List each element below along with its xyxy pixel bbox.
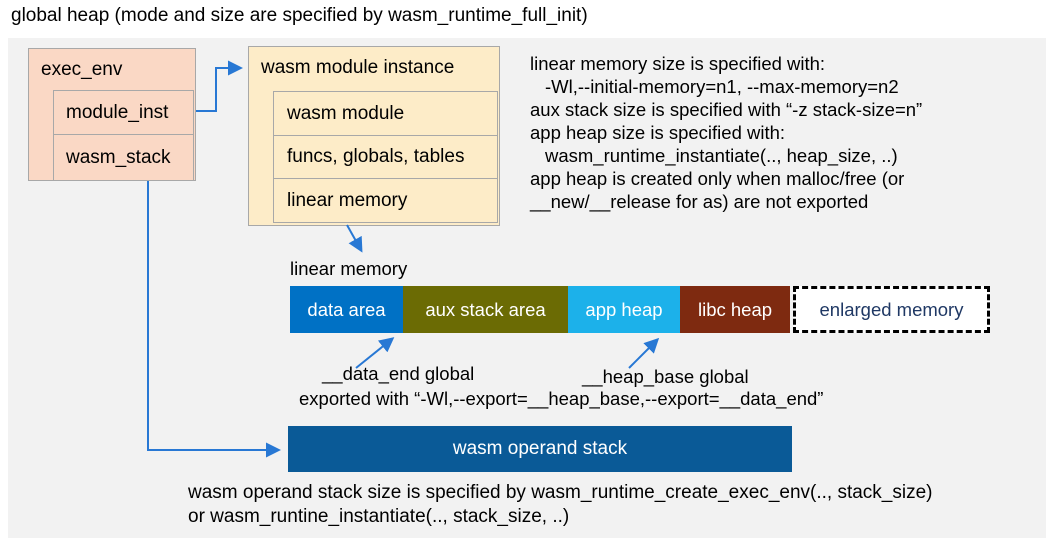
memory-segment-data-area: data area [290, 286, 403, 333]
wasm-operand-stack-label: wasm operand stack [452, 438, 628, 459]
wasm-module-instance-header: wasm module instance [261, 57, 455, 78]
exec-env-row-wasm-stack: wasm_stack [53, 134, 194, 181]
memory-segment-enlarged-memory: enlarged memory [793, 286, 990, 333]
module-row-funcs-globals-tables: funcs, globals, tables [273, 135, 498, 179]
diagram-title: global heap (mode and size are specified… [11, 5, 588, 26]
exec-env-header: exec_env [41, 59, 123, 80]
note-line: __new/__release for as) are not exported [530, 191, 869, 212]
exported-with-label: exported with “-Wl,--export=__heap_base,… [299, 388, 824, 409]
heap-base-global-label: __heap_base global [582, 366, 749, 387]
note-line: wasm_runtime_instantiate(.., heap_size, … [545, 145, 898, 166]
wasm-module-instance-box: wasm module instance wasm module funcs, … [248, 46, 500, 226]
exec-env-box: exec_env module_inst wasm_stack [28, 48, 196, 181]
note-line: -Wl,--initial-memory=n1, --max-memory=n2 [545, 76, 899, 97]
memory-segment-libc-heap: libc heap [680, 286, 790, 333]
note-line: app heap is created only when malloc/fre… [530, 168, 905, 189]
exec-env-row-module-inst: module_inst [53, 90, 194, 135]
footer-line: or wasm_runtine_instantiate(.., stack_si… [188, 506, 570, 527]
note-line: linear memory size is specified with: [530, 53, 826, 74]
notes-block: linear memory size is specified with: -W… [530, 52, 1035, 213]
footer-line: wasm operand stack size is specified by … [188, 482, 933, 503]
memory-segment-aux-stack-area: aux stack area [403, 286, 568, 333]
footer-block: wasm operand stack size is specified by … [188, 481, 933, 529]
memory-segment-app-heap: app heap [568, 286, 680, 333]
note-line: app heap size is specified with: [530, 122, 786, 143]
linear-memory-label: linear memory [290, 258, 408, 279]
module-row-linear-memory: linear memory [273, 178, 498, 223]
note-line: aux stack size is specified with “-z sta… [530, 99, 923, 120]
module-row-wasm-module: wasm module [273, 91, 498, 136]
data-end-global-label: __data_end global [322, 363, 475, 384]
wasm-operand-stack-bar: wasm operand stack [288, 426, 792, 472]
